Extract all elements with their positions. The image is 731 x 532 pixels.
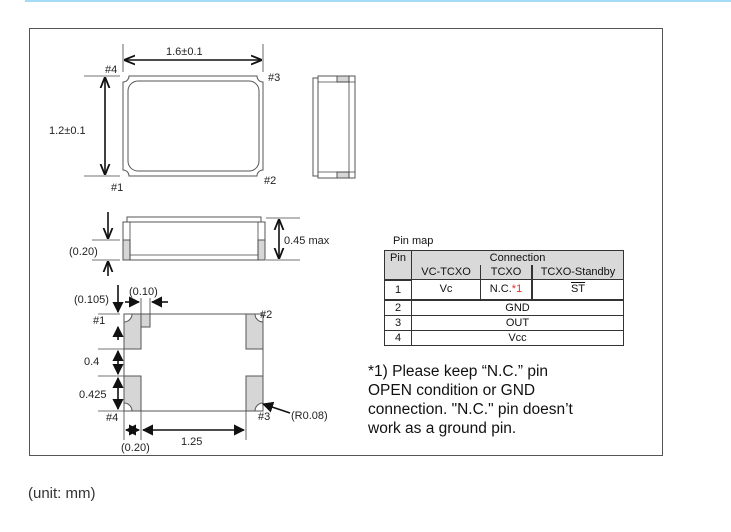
- header-connection: Connection: [411, 250, 624, 265]
- dim-04: 0.4: [84, 356, 99, 368]
- table-row: 2 GND: [384, 299, 624, 316]
- dim-125: 1.25: [181, 436, 202, 448]
- bottom-view: (0.105) (0.10) #1 #2 #3 #4 0.4 0.425 (0.…: [74, 285, 328, 454]
- fp-pin-label-1: #1: [93, 315, 105, 327]
- max-height-dimension: 0.45 max: [284, 235, 330, 247]
- lid-outline: [127, 80, 260, 172]
- width-dimension: 1.6±0.1: [166, 46, 203, 58]
- dim-010: (0.10): [129, 286, 158, 298]
- dim-0105: (0.105): [74, 294, 109, 306]
- header-tcxo-standby: TCXO-Standby: [531, 265, 624, 280]
- top-rule: [25, 0, 731, 2]
- fp-pin-label-2: #2: [260, 309, 272, 321]
- footnote: *1) Please keep “N.C.” pin OPEN conditio…: [368, 363, 573, 437]
- top-view: 1.6±0.1 1.2±0.1 #1 #2 #3 #4: [49, 44, 280, 194]
- pin-label-2: #2: [264, 175, 276, 187]
- pin-map-title: Pin map: [393, 235, 434, 247]
- drawing-frame: [29, 28, 663, 456]
- header-pin: Pin: [384, 250, 412, 281]
- table-row: 3 OUT: [384, 314, 624, 331]
- pin-label-4: #4: [105, 64, 117, 76]
- unit-note: (unit: mm): [28, 485, 96, 502]
- corner-radius: (R0.08): [291, 410, 328, 422]
- dim-020: (0.20): [121, 442, 150, 454]
- header-vc-tcxo: VC-TCXO: [411, 265, 481, 280]
- pin-label-1: #1: [111, 182, 123, 194]
- header-tcxo: TCXO: [480, 265, 533, 280]
- height-dimension: 1.2±0.1: [49, 125, 86, 137]
- terminal-height-dimension: (0.20): [69, 246, 98, 258]
- pin-map-table: Pin Connection VC-TCXO TCXO TCXO-Standby…: [384, 250, 624, 346]
- pin-label-3: #3: [268, 72, 280, 84]
- footnote-ref: *1: [511, 283, 523, 296]
- side-view: [312, 75, 356, 179]
- fp-pin-label-3: #3: [258, 411, 270, 423]
- fp-pin-label-4: #4: [106, 412, 118, 424]
- table-row: 1 Vc N.C.*1 ST: [384, 279, 624, 301]
- dim-0425: 0.425: [79, 389, 107, 401]
- front-view: 0.45 max (0.20): [69, 212, 330, 276]
- table-row: 4 Vcc: [384, 329, 624, 346]
